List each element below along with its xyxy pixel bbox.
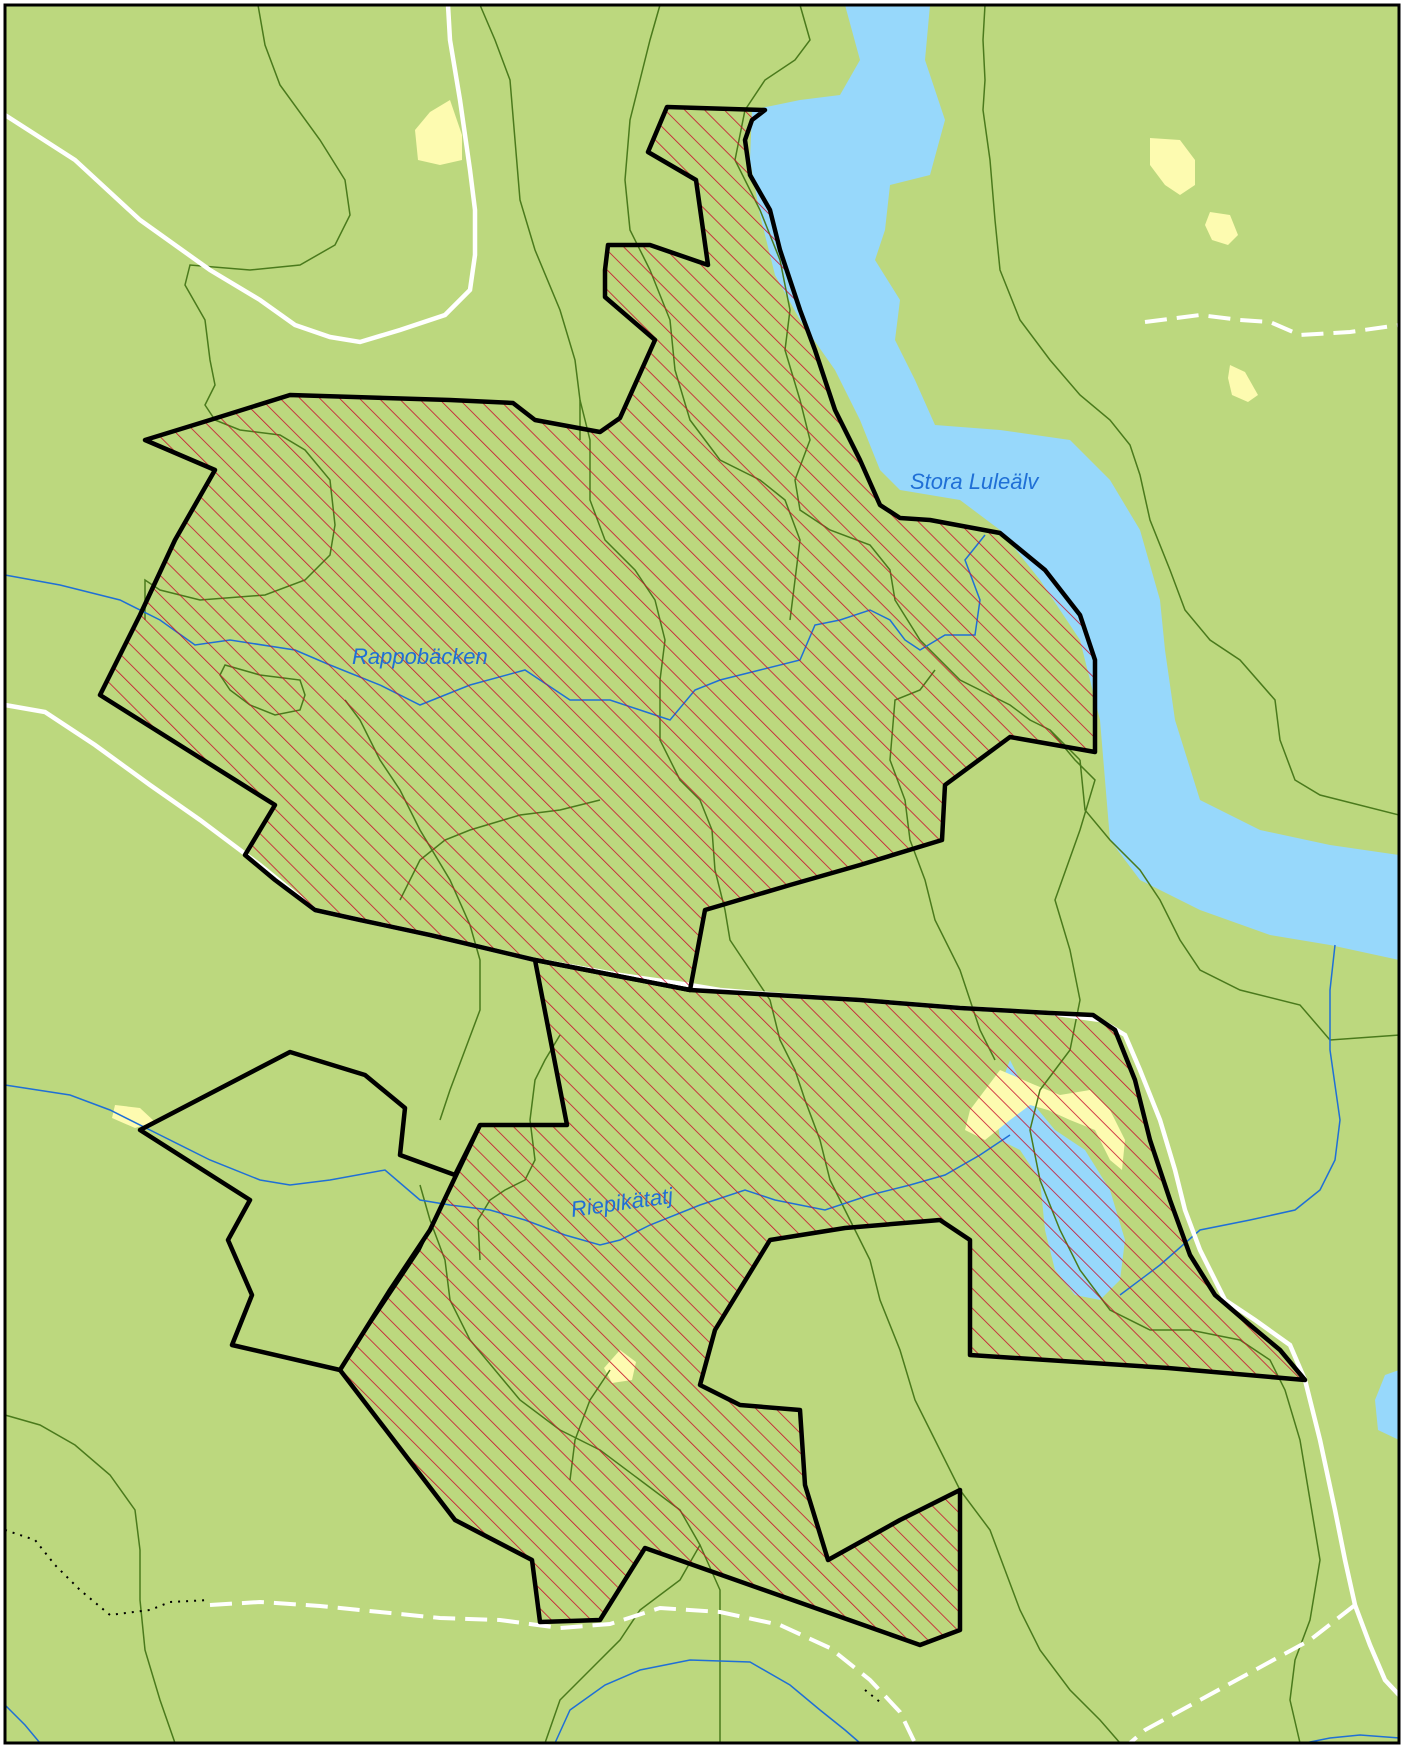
label-river: Stora Luleälv <box>910 469 1040 494</box>
lake-east-edge <box>1375 1370 1399 1440</box>
boundary-west-thin <box>339 1124 481 1371</box>
boundary-west <box>137 1049 483 1373</box>
map-frame <box>3 3 1401 1745</box>
tracks <box>209 312 1400 1745</box>
protected-area-south <box>337 957 1308 1648</box>
dotted-path-small <box>864 1689 881 1703</box>
river-water <box>750 5 1399 960</box>
label-stream-north: Rappobäcken <box>352 644 488 669</box>
protected-area-north <box>97 104 1098 993</box>
